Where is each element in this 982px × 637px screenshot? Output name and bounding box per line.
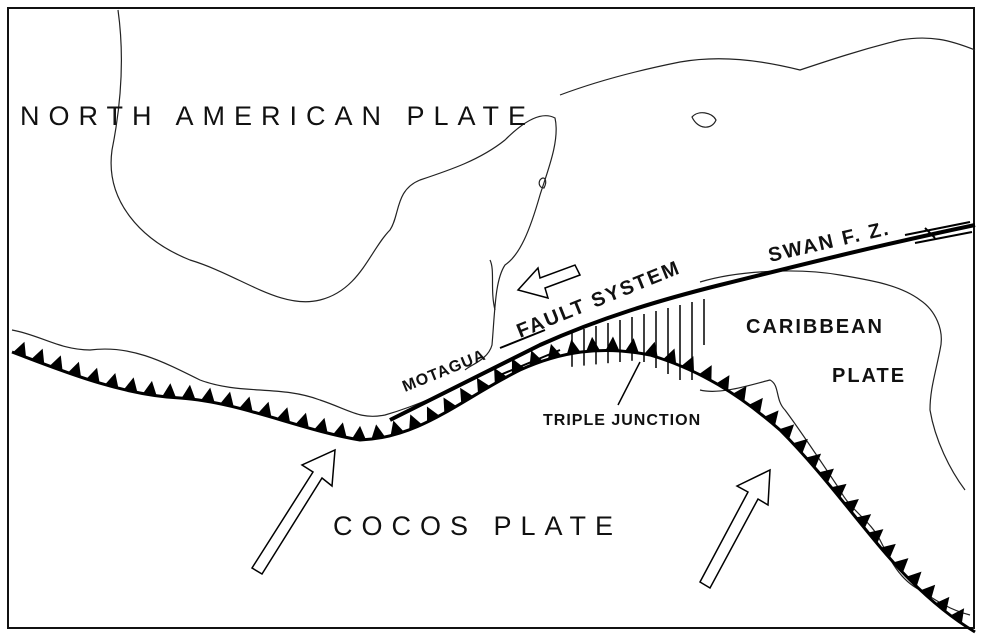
caribbean-plate-label-1: CARIBBEAN	[746, 316, 884, 338]
coastlines	[11, 9, 976, 616]
trench-tooth	[880, 543, 896, 559]
north-american-plate-label: NORTH AMERICAN PLATE	[20, 101, 535, 131]
trench-tooth	[443, 397, 457, 414]
cocos-motion-arrow-west	[250, 448, 336, 576]
motagua-fault-line	[389, 223, 976, 422]
trench-tooth	[663, 348, 677, 365]
mexico-gulf-coast	[110, 9, 557, 371]
trench-teeth	[12, 336, 965, 624]
trench-tooth	[276, 407, 291, 423]
trench-tooth	[950, 608, 965, 624]
trench-tooth	[843, 499, 859, 514]
island	[691, 112, 717, 128]
trench-tooth	[67, 361, 82, 378]
caribbean-coast	[699, 270, 966, 491]
trench-tooth	[732, 386, 747, 402]
north-american-motion-arrow	[516, 264, 582, 300]
trench-tooth	[855, 514, 872, 529]
trench-tooth	[644, 341, 658, 358]
trench-tooth	[239, 396, 253, 412]
trench-tooth	[511, 358, 525, 375]
trench-tooth	[920, 584, 936, 600]
trench-tooth	[681, 356, 695, 372]
map-frame	[7, 7, 975, 629]
trench-tooth	[31, 348, 45, 365]
trench-tooth	[371, 424, 386, 440]
trench-tooth	[12, 341, 27, 358]
trench-tooth	[295, 412, 309, 429]
trench-tooth	[893, 558, 909, 573]
trench-tooth	[779, 424, 795, 440]
trench-tooth	[390, 420, 404, 436]
cocos-plate-label: COCOS PLATE	[333, 511, 622, 541]
trench-tooth	[792, 438, 808, 454]
pacific-coast	[11, 329, 481, 417]
trench-tooth	[818, 468, 834, 484]
trench-tooth	[935, 596, 950, 613]
trench-tooth	[566, 339, 581, 355]
cocos-motion-arrow-east	[699, 468, 771, 590]
trench-tooth	[314, 417, 328, 434]
trench-tooth	[605, 336, 620, 351]
motagua-offset	[499, 329, 561, 376]
triple-junction-pointer	[617, 361, 641, 406]
trench-tooth	[748, 397, 763, 414]
trench-tooth	[805, 453, 822, 469]
trench-tooth	[104, 372, 119, 389]
cuba-coast	[559, 37, 976, 96]
trench-tooth	[257, 401, 272, 418]
trench-tooth	[200, 387, 215, 403]
trench-tooth	[476, 377, 491, 394]
swan-fz-offset	[904, 221, 973, 244]
trench-tooth	[181, 384, 196, 400]
peninsula	[489, 259, 496, 311]
triple-junction-hatching	[571, 299, 705, 380]
trench-tooth	[426, 406, 440, 423]
trench-tooth	[352, 425, 366, 440]
trench-tooth	[831, 483, 847, 499]
trench-tooth	[142, 380, 157, 396]
caribbean-plate-label-2: PLATE	[832, 365, 906, 387]
trench-tooth	[49, 355, 63, 371]
triple-junction-label: TRIPLE JUNCTION	[543, 412, 701, 429]
trench-tooth	[764, 410, 779, 426]
trench-tooth	[716, 375, 730, 391]
island-small	[538, 177, 547, 189]
trench-tooth	[409, 414, 423, 430]
trench-tooth	[123, 377, 138, 393]
trench-tooth	[162, 383, 177, 398]
trench-tooth	[220, 391, 234, 407]
trench-tooth	[868, 529, 884, 544]
trench-tooth	[333, 422, 347, 438]
trench-tooth	[906, 571, 922, 587]
trench-tooth	[698, 365, 712, 381]
trench-tooth	[86, 367, 100, 384]
trench-tooth	[460, 387, 474, 404]
